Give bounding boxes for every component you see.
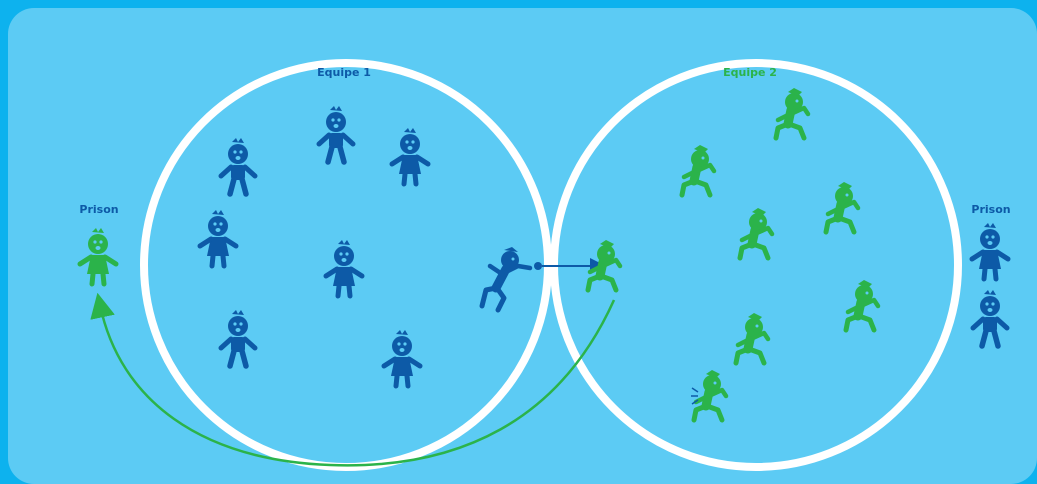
ball: [534, 262, 542, 270]
team2-label: Equipe 2: [723, 66, 777, 79]
prison-left-label: Prison: [79, 203, 118, 216]
prison-right-label: Prison: [971, 203, 1010, 216]
team1-label: Equipe 1: [317, 66, 371, 79]
playing-field: [8, 8, 1037, 484]
